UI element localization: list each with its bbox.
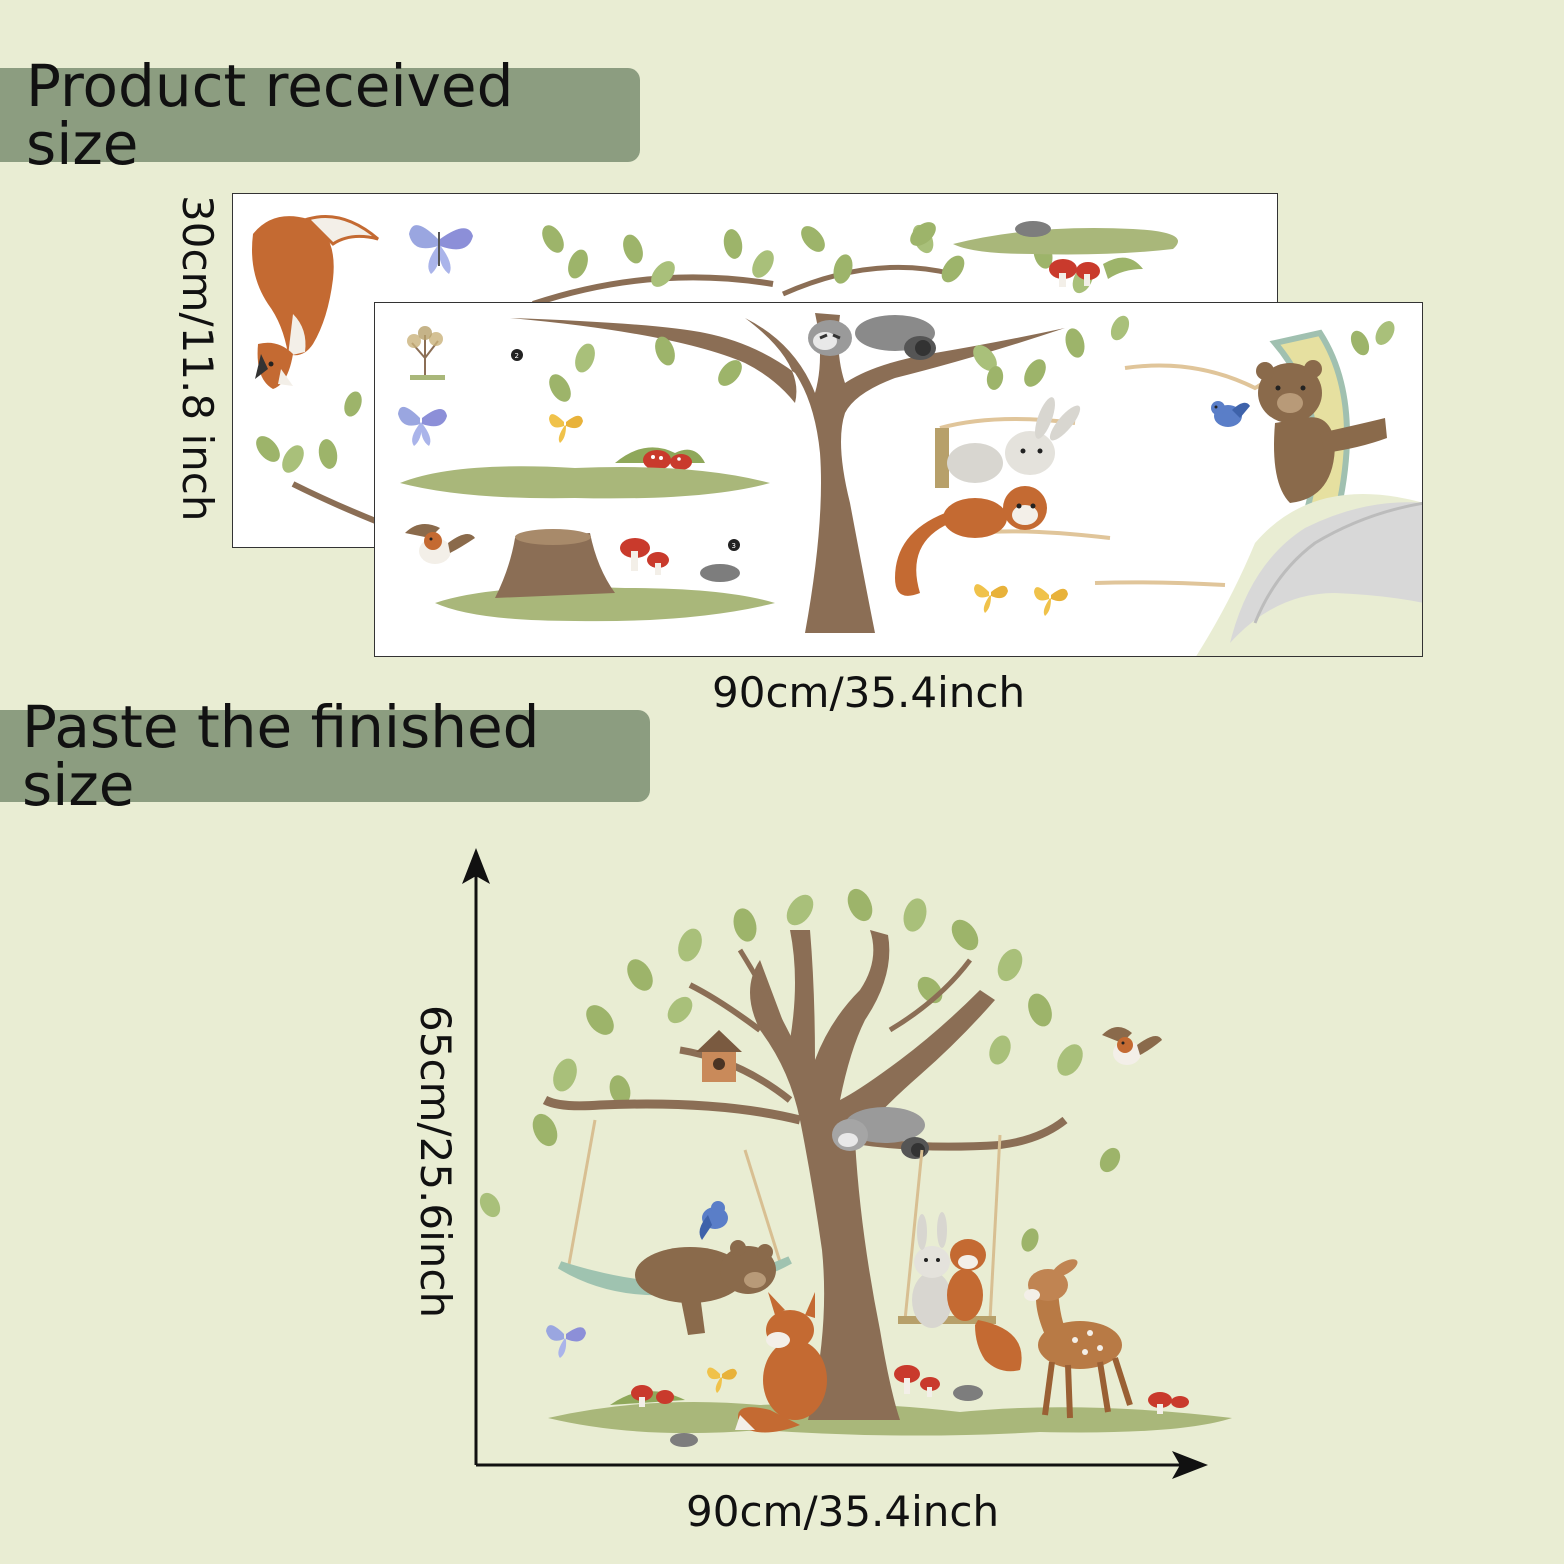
- grass-patch: [953, 221, 1178, 255]
- bunny-icon: [947, 397, 1081, 483]
- butterfly-icon: [549, 414, 583, 443]
- mushroom-icon: [610, 1385, 685, 1407]
- bunny-icon: [912, 1212, 952, 1328]
- sticker-sheet-front-art: 2: [398, 313, 1422, 656]
- butterfly-icon: [1034, 587, 1068, 616]
- bird-icon: [699, 1201, 728, 1240]
- branch-left: [256, 391, 385, 527]
- butterfly-icon: [707, 1367, 737, 1393]
- mushroom-icon: [1049, 257, 1143, 287]
- squirrel-icon: [947, 1239, 1022, 1372]
- bird-icon: [1211, 401, 1250, 427]
- bear-icon: [635, 1240, 776, 1335]
- received-size-banner: Product received size: [0, 57, 640, 173]
- rock: [670, 1433, 698, 1447]
- butterfly-icon: [546, 1325, 586, 1358]
- butterfly-icon: [409, 225, 473, 274]
- sheet-number-3: 3: [732, 542, 736, 550]
- peeled-corner-icon: [1196, 494, 1422, 656]
- mushroom-icon: [615, 447, 705, 470]
- tree-icon: [407, 326, 445, 380]
- received-width-label: 90cm/35.4inch: [712, 668, 1026, 717]
- finished-width-label: 90cm/35.4inch: [686, 1487, 1000, 1536]
- grass-strip: [400, 466, 770, 499]
- butterfly-icon: [974, 584, 1008, 613]
- sticker-sheet-front: 2: [374, 302, 1423, 657]
- bird-icon: [405, 524, 475, 564]
- raccoon-icon: [808, 315, 936, 360]
- bear-icon: [1256, 360, 1387, 503]
- fox-icon: [735, 1292, 827, 1433]
- swing-rope: [898, 1134, 1002, 1324]
- mushroom-icon: [894, 1365, 940, 1397]
- arrow-right-icon: [1172, 1451, 1208, 1479]
- sticker-sheet-back-art: [252, 215, 1178, 527]
- bird-icon: [1102, 1026, 1162, 1065]
- finished-size-title: Paste the finished size: [22, 693, 540, 819]
- fox-icon: [252, 215, 379, 389]
- tree-icon: [510, 313, 1395, 633]
- deer-icon: [1024, 1259, 1133, 1419]
- arrow-up-icon: [462, 848, 490, 884]
- sheet-number-2: 2: [515, 352, 519, 360]
- squirrel-icon: [895, 486, 1047, 596]
- received-size-title: Product received size: [26, 52, 514, 178]
- mushroom-icon: [620, 538, 669, 575]
- tree-icon: [542, 930, 1068, 1420]
- butterfly-icon: [398, 406, 447, 446]
- birdhouse-icon: [696, 1030, 742, 1082]
- branch-leaves: [532, 222, 1094, 307]
- finished-size-banner: Paste the finished size: [0, 698, 650, 814]
- mushroom-icon: [1148, 1392, 1189, 1414]
- tree-stump: [435, 529, 775, 622]
- rock: [953, 1385, 983, 1401]
